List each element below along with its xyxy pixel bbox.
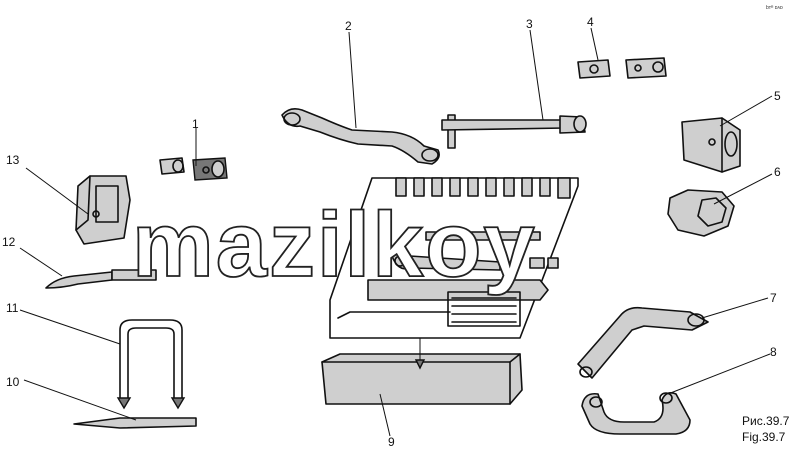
part-11-u-bracket (116, 319, 186, 410)
part-5-box-socket (681, 117, 741, 173)
callout-13: 13 (6, 153, 20, 167)
part-12-scraper (45, 269, 157, 289)
assembly-arrow (414, 338, 426, 370)
callout-10: 10 (6, 375, 20, 389)
part-8-bent-handle (581, 392, 691, 435)
caption-ru: Рис.39.7 (742, 414, 790, 428)
part-7-cranked-bar (577, 306, 709, 379)
watermark-text: mazilkoy (132, 194, 537, 296)
part-13-socket-box (75, 175, 131, 245)
part-4-small-sockets (577, 57, 667, 79)
socket-row (395, 177, 571, 199)
part-2-offset-spanner (281, 108, 440, 165)
callout-11: 11 (6, 301, 19, 315)
callout-labels: 1 2 3 4 5 6 7 8 9 10 11 12 13 (2, 15, 781, 449)
callout-12: 12 (2, 235, 16, 249)
callout-2: 2 (345, 19, 352, 33)
leader-lines (19, 27, 773, 437)
caption-en: Fig.39.7 (742, 430, 786, 444)
figure-caption: Рис.39.7 Fig.39.7 (742, 414, 790, 444)
callout-1: 1 (192, 117, 199, 131)
callout-4: 4 (587, 15, 594, 29)
part-1-sockets (159, 157, 228, 181)
part-9-case (321, 353, 523, 405)
part-6-hex-socket (667, 189, 735, 237)
callout-7: 7 (770, 291, 777, 305)
callout-8: 8 (770, 345, 777, 359)
part-10-blade (73, 417, 197, 429)
callout-6: 6 (774, 165, 781, 179)
part-3-t-handle-wrench (441, 114, 587, 149)
corner-mark: bᴛᴿ ᴅᴀᴅ (766, 5, 783, 11)
callout-5: 5 (774, 89, 781, 103)
callout-9: 9 (388, 435, 395, 449)
tool-tray-assembly (329, 177, 579, 339)
callout-3: 3 (526, 17, 533, 31)
